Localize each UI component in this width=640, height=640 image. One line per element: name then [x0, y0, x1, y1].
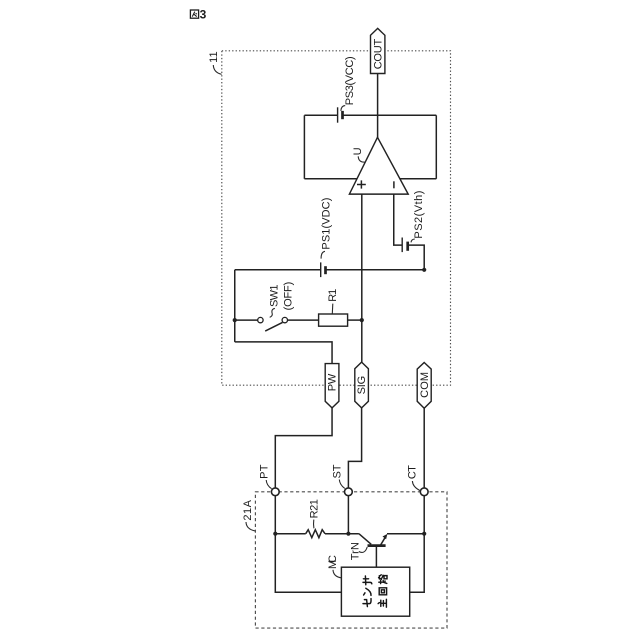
svg-text:TrN: TrN [349, 542, 361, 560]
svg-text:SW1: SW1 [269, 285, 281, 308]
svg-text:MC: MC [327, 555, 339, 569]
svg-text:PS1(VDC): PS1(VDC) [321, 198, 333, 250]
svg-text:SIG: SIG [356, 376, 368, 395]
svg-text:3: 3 [200, 7, 207, 21]
svg-text:COUT: COUT [373, 39, 385, 70]
svg-text:PS3(VCC): PS3(VCC) [344, 56, 356, 105]
svg-text:PW: PW [327, 373, 339, 391]
svg-text:R21: R21 [309, 499, 321, 518]
svg-text:PS2(Vth): PS2(Vth) [413, 191, 425, 239]
svg-text:PT: PT [259, 464, 271, 479]
svg-text:R1: R1 [327, 289, 339, 302]
svg-text:ST: ST [332, 464, 344, 478]
svg-text:11: 11 [208, 51, 220, 62]
svg-text:21A: 21A [242, 499, 254, 520]
svg-text:(OFF): (OFF) [283, 282, 295, 311]
svg-text:COM: COM [419, 372, 431, 398]
svg-text:U: U [352, 147, 364, 155]
svg-text:CT: CT [407, 465, 419, 479]
